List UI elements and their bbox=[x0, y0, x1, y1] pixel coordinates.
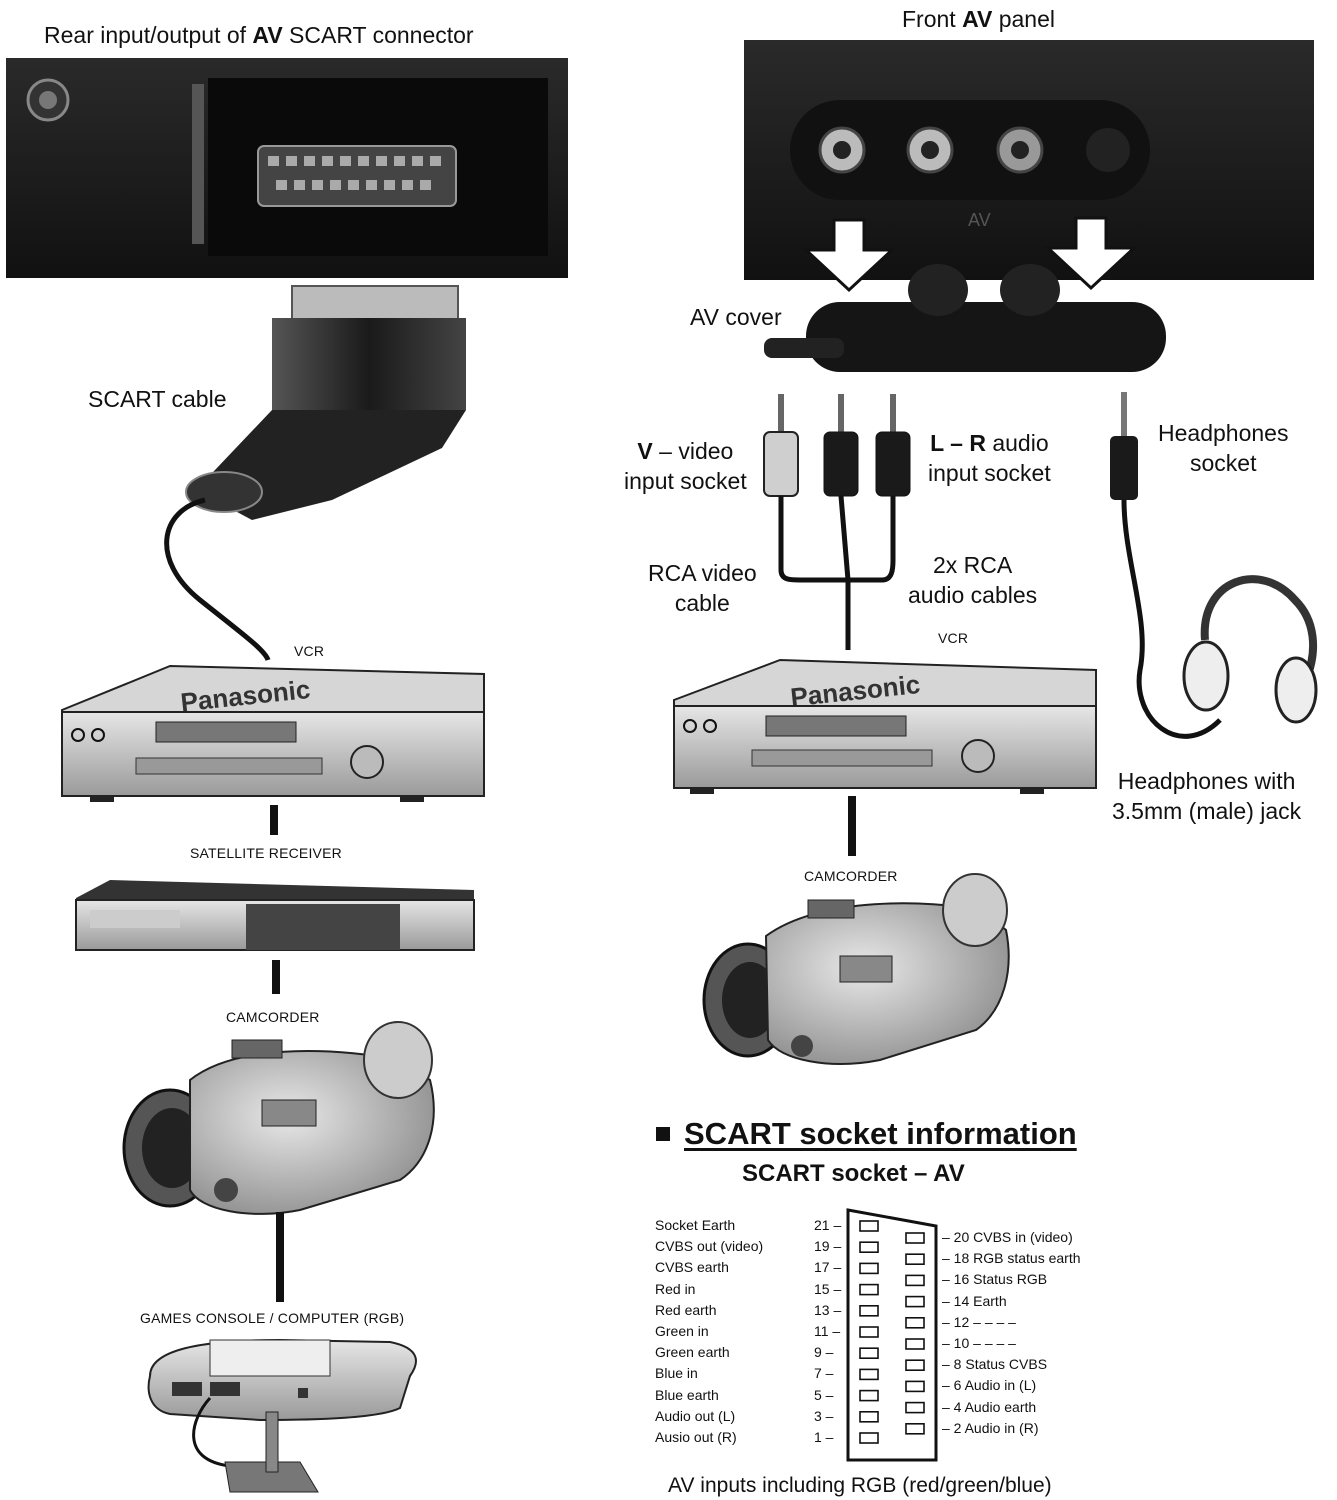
scart-cable-label: SCART cable bbox=[88, 386, 227, 412]
scart-pin-slots bbox=[859, 1220, 925, 1444]
scart-info-title: SCART socket information bbox=[684, 1116, 1077, 1151]
pin-slot bbox=[859, 1241, 879, 1253]
games-console bbox=[147, 1338, 417, 1493]
pin-label: – 4 Audio earth bbox=[942, 1398, 1037, 1415]
rca-cables bbox=[763, 394, 911, 650]
pin-slot bbox=[905, 1295, 925, 1308]
pin-slot bbox=[859, 1220, 879, 1232]
video-socket-label: V – video input socket bbox=[624, 438, 747, 494]
headphones-jack-label: Headphones with 3.5mm (male) jack bbox=[1112, 768, 1302, 824]
pin-label: – 18 RGB status earth bbox=[942, 1250, 1081, 1267]
pin-slot bbox=[905, 1380, 925, 1393]
pin-label: Green in bbox=[655, 1323, 709, 1339]
pin-label: – 8 Status CVBS bbox=[942, 1356, 1048, 1373]
pin-number: 1 – bbox=[814, 1429, 834, 1445]
pin-number: 15 – bbox=[814, 1280, 842, 1297]
pin-slot bbox=[859, 1368, 879, 1381]
pin-number: 7 – bbox=[814, 1365, 834, 1382]
left-vcr-label: VCR bbox=[294, 643, 325, 659]
pin-slot bbox=[905, 1253, 925, 1265]
pin-slot bbox=[859, 1326, 879, 1338]
pin-label: Blue earth bbox=[655, 1386, 719, 1403]
right-vcr: Panasonic bbox=[673, 658, 1097, 794]
down-arrows bbox=[802, 216, 1138, 293]
right-vcr-label: VCR bbox=[938, 630, 969, 646]
pin-label: CVBS earth bbox=[655, 1259, 729, 1276]
pin-label: CVBS out (video) bbox=[655, 1238, 764, 1255]
scart-socket-outline bbox=[846, 1208, 938, 1462]
scart-plug bbox=[164, 285, 466, 662]
pin-number: 17 – bbox=[814, 1259, 842, 1276]
headphones-socket-label: Headphones socket bbox=[1158, 420, 1289, 476]
pin-slot bbox=[905, 1317, 925, 1329]
headphones-shape bbox=[1110, 392, 1318, 739]
pin-slot bbox=[905, 1338, 925, 1350]
left-camcorder-label: CAMCORDER bbox=[226, 1009, 320, 1025]
pin-label: Red earth bbox=[655, 1301, 717, 1318]
left-vcr: Panasonic bbox=[61, 664, 485, 802]
pin-number: 3 – bbox=[814, 1407, 834, 1424]
front-panel-label: Front AV panel bbox=[902, 6, 1055, 32]
pin-label: – 12 – – – – bbox=[942, 1313, 1016, 1330]
pin-label: – 2 Audio in (R) bbox=[942, 1419, 1039, 1436]
rca-video-cable-label: RCA video cable bbox=[648, 560, 757, 616]
link-bar bbox=[270, 805, 278, 835]
scart-socket-subtitle: SCART socket – AV bbox=[742, 1160, 965, 1187]
pin-slot bbox=[859, 1347, 879, 1359]
pin-label: Green earth bbox=[655, 1344, 730, 1361]
scart-info-heading: SCART socket information bbox=[656, 1116, 1077, 1152]
av-cover-label: AV cover bbox=[690, 304, 782, 330]
pin-label: Audio out (L) bbox=[655, 1407, 736, 1424]
panel-marking: AV bbox=[968, 210, 991, 230]
pin-label: – 16 Status RGB bbox=[942, 1271, 1048, 1288]
pin-slot bbox=[859, 1305, 879, 1317]
pin-label: Socket Earth bbox=[655, 1217, 736, 1233]
pin-number: 11 – bbox=[814, 1323, 841, 1339]
games-console-label: GAMES CONSOLE / COMPUTER (RGB) bbox=[140, 1310, 405, 1326]
pin-label: Red in bbox=[655, 1280, 696, 1297]
pin-slot bbox=[859, 1389, 879, 1402]
audio-socket-label: L – R audio input socket bbox=[928, 430, 1051, 486]
pin-label: – 10 – – – – bbox=[942, 1335, 1016, 1351]
link-bar bbox=[848, 796, 856, 856]
pin-label: – 20 CVBS in (video) bbox=[942, 1229, 1073, 1245]
satellite-receiver-label: SATELLITE RECEIVER bbox=[190, 845, 342, 861]
pin-slot bbox=[859, 1411, 879, 1423]
av-cover-shape bbox=[764, 264, 1166, 372]
pin-slot bbox=[859, 1262, 879, 1275]
pin-label: Ausio out (R) bbox=[655, 1429, 737, 1445]
satellite-receiver bbox=[75, 880, 475, 951]
right-camcorder bbox=[702, 873, 1010, 1065]
link-bar bbox=[276, 1212, 284, 1302]
pin-slot bbox=[905, 1359, 925, 1371]
front-av-panel: AV bbox=[744, 40, 1314, 280]
pin-slot bbox=[905, 1401, 925, 1414]
pin-number: 19 – bbox=[814, 1238, 842, 1255]
pin-slot bbox=[859, 1432, 879, 1444]
left-camcorder bbox=[122, 1021, 435, 1215]
rear-scart-panel bbox=[6, 58, 568, 278]
pin-slot bbox=[905, 1274, 925, 1287]
pin-number: 9 – bbox=[814, 1344, 834, 1361]
bullet-icon bbox=[656, 1127, 670, 1141]
pin-number: 21 – bbox=[814, 1217, 842, 1233]
pin-label: Blue in bbox=[655, 1365, 698, 1382]
link-bar bbox=[272, 960, 280, 994]
pin-label: – 6 Audio in (L) bbox=[942, 1377, 1037, 1394]
pin-slot bbox=[859, 1283, 879, 1296]
right-camcorder-label: CAMCORDER bbox=[804, 868, 898, 884]
pin-slot bbox=[905, 1232, 925, 1244]
pin-label: – 14 Earth bbox=[942, 1292, 1007, 1309]
pin-number: 5 – bbox=[814, 1386, 834, 1403]
scart-footer-note: AV inputs including RGB (red/green/blue) bbox=[668, 1474, 1052, 1497]
rca-audio-cables-label: 2x RCA audio cables bbox=[908, 552, 1038, 608]
pin-slot bbox=[905, 1423, 925, 1435]
pin-number: 13 – bbox=[814, 1301, 842, 1318]
rear-panel-label: Rear input/output of AV SCART connector bbox=[44, 22, 474, 48]
